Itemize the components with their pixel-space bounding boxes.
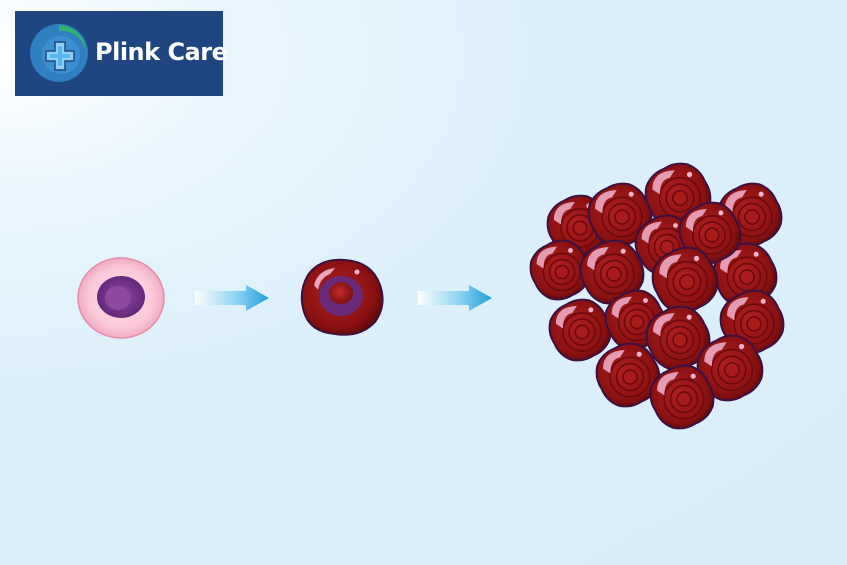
cancer-cell: [649, 364, 715, 430]
medical-cross-icon: [30, 24, 88, 82]
brand-name: Plink Care: [95, 38, 228, 66]
normal-cell: [77, 257, 165, 339]
cancer-cell: [595, 342, 661, 408]
tumor-mass: [529, 162, 785, 430]
mutated-cell: [300, 258, 384, 336]
cancer-cell: [587, 182, 653, 248]
cancer-cell: [696, 334, 764, 402]
arrow-right-icon: [195, 285, 269, 311]
cancer-cell: [548, 298, 612, 362]
cancer-cell: [529, 239, 591, 301]
cancer-cell: [579, 239, 645, 305]
cancer-cell: [651, 246, 719, 314]
brand-logo: Plink Care: [15, 11, 228, 96]
arrow-right-icon: [418, 285, 492, 311]
cancer-cell: [645, 305, 711, 371]
